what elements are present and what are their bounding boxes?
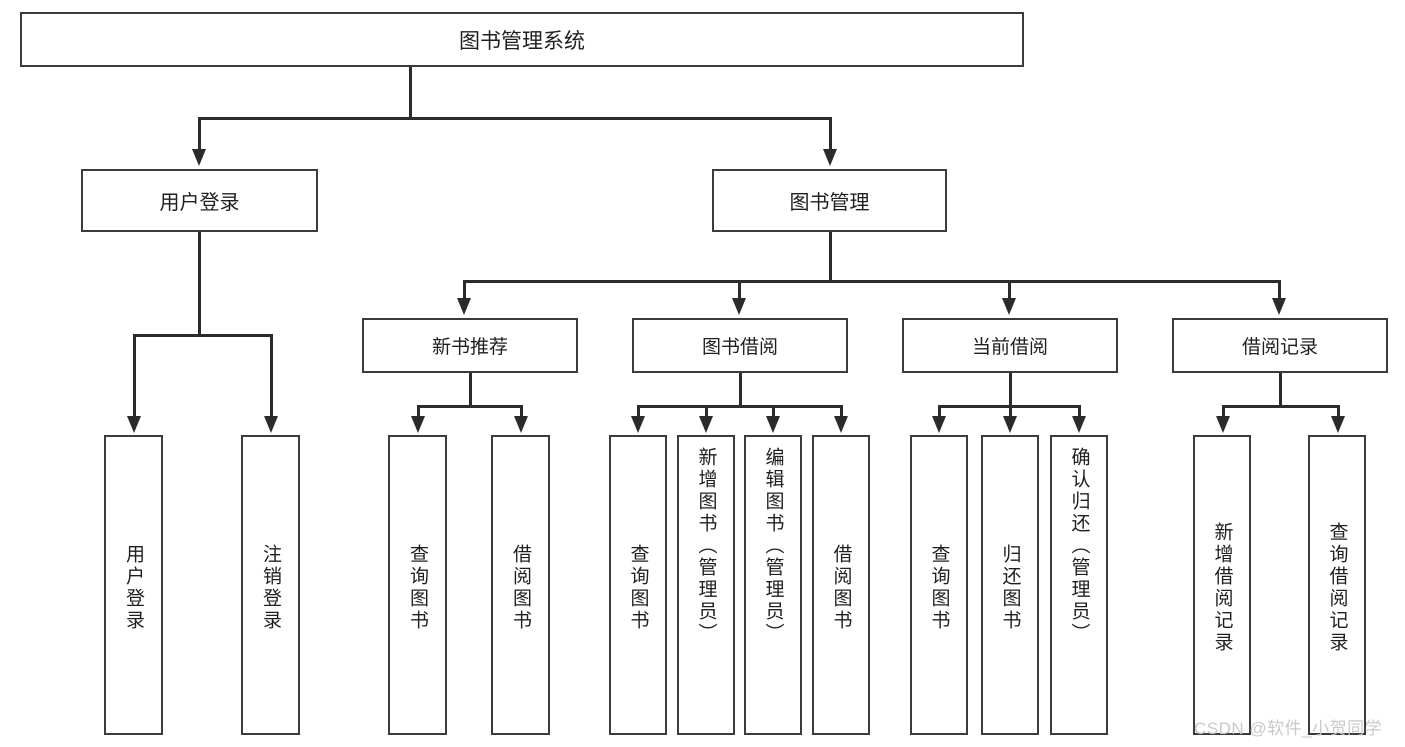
connector-nbr-bus [417, 405, 523, 408]
leaf-borrow-book-recommend[interactable]: 借阅图书 [491, 435, 550, 735]
leaf-return-book[interactable]: 归还图书 [981, 435, 1039, 735]
node-book-manage[interactable]: 图书管理 [712, 169, 947, 232]
arrowhead-bb-leaf-4 [834, 416, 848, 433]
connector-nbr-stem [469, 373, 472, 407]
leaf-confirm-return[interactable]: 确认归还（管理员） [1050, 435, 1108, 735]
connector-br-to-leaf-1 [1222, 405, 1225, 418]
node-current-borrow[interactable]: 当前借阅 [902, 318, 1118, 373]
connector-nbr-to-leaf-1 [417, 405, 420, 418]
leaf-label: 借阅图书 [830, 544, 852, 632]
leaf-query-book-current[interactable]: 查询图书 [910, 435, 968, 735]
connector-user-login-to-leaf-1 [133, 334, 136, 418]
leaf-label: 归还图书 [999, 544, 1021, 632]
node-root-book-management-system[interactable]: 图书管理系统 [20, 12, 1024, 67]
arrowhead-br-leaf-2 [1331, 416, 1345, 433]
connector-bb-bus [637, 405, 843, 408]
connector-to-current-borrow [1008, 280, 1011, 300]
arrowhead-book-borrow [732, 298, 746, 315]
arrowhead-current-borrow [1002, 298, 1016, 315]
connector-book-manage-stem [829, 232, 832, 282]
connector-bb-to-leaf-1 [637, 405, 640, 418]
leaf-label: 新增借阅记录 [1211, 522, 1233, 654]
connector-cb-stem [1009, 373, 1012, 407]
arrowhead-nbr-leaf-1 [411, 416, 425, 433]
arrowhead-borrow-record [1272, 298, 1286, 315]
leaf-label: 查询图书 [928, 544, 950, 632]
arrowhead-to-user-login [192, 149, 206, 166]
connector-book-manage-bus [463, 280, 1281, 283]
arrowhead-leaf-user-logout [264, 416, 278, 433]
arrowhead-br-leaf-1 [1216, 416, 1230, 433]
arrowhead-new-book-recommend [457, 298, 471, 315]
leaf-edit-book[interactable]: 编辑图书（管理员） [744, 435, 802, 735]
node-label: 图书借阅 [701, 337, 778, 358]
leaf-label: 借阅图书 [510, 544, 531, 632]
connector-to-new-book-recommend [463, 280, 466, 300]
leaf-user-login[interactable]: 用户登录 [104, 435, 163, 735]
connector-to-borrow-record [1278, 280, 1281, 300]
leaf-label: 编辑图书（管理员） [762, 447, 784, 645]
connector-bb-stem [739, 373, 742, 407]
arrowhead-cb-leaf-3 [1072, 416, 1086, 433]
connector-root-stem [409, 67, 412, 118]
node-label: 图书管理系统 [459, 29, 585, 53]
connector-cb-to-leaf-3 [1078, 405, 1081, 418]
connector-user-login-to-leaf-2 [270, 334, 273, 418]
leaf-add-borrow-record[interactable]: 新增借阅记录 [1193, 435, 1251, 735]
connector-root-to-book-manage [829, 117, 832, 149]
node-label: 借阅记录 [1241, 337, 1318, 358]
connector-to-book-borrow [738, 280, 741, 300]
connector-cb-to-leaf-1 [938, 405, 941, 418]
csdn-watermark: CSDN @软件_小贺同学 [1194, 719, 1383, 738]
node-label: 用户登录 [159, 192, 240, 214]
leaf-label: 查询图书 [627, 544, 649, 632]
arrowhead-bb-leaf-3 [766, 416, 780, 433]
leaf-query-borrow-record[interactable]: 查询借阅记录 [1308, 435, 1366, 735]
leaf-query-book-borrow[interactable]: 查询图书 [609, 435, 667, 735]
leaf-borrow-book-borrow[interactable]: 借阅图书 [812, 435, 870, 735]
arrowhead-cb-leaf-2 [1003, 416, 1017, 433]
connector-root-bus [198, 117, 831, 120]
connector-cb-to-leaf-2 [1009, 405, 1012, 418]
node-label: 图书管理 [789, 192, 870, 214]
leaf-label: 查询图书 [407, 544, 428, 632]
connector-br-stem [1279, 373, 1282, 407]
node-user-login[interactable]: 用户登录 [81, 169, 318, 232]
leaf-user-logout[interactable]: 注销登录 [241, 435, 300, 735]
connector-bb-to-leaf-4 [840, 405, 843, 418]
node-borrow-record[interactable]: 借阅记录 [1172, 318, 1388, 373]
node-label: 当前借阅 [971, 337, 1048, 358]
connector-nbr-to-leaf-2 [520, 405, 523, 418]
arrowhead-bb-leaf-1 [631, 416, 645, 433]
leaf-add-book[interactable]: 新增图书（管理员） [677, 435, 735, 735]
node-new-book-recommend[interactable]: 新书推荐 [362, 318, 578, 373]
connector-br-bus [1222, 405, 1339, 408]
leaf-label: 确认归还（管理员） [1068, 447, 1090, 645]
leaf-label: 注销登录 [260, 544, 281, 632]
connector-root-to-user-login [198, 117, 201, 149]
leaf-label: 用户登录 [123, 544, 144, 632]
arrowhead-leaf-user-login [127, 416, 141, 433]
node-label: 新书推荐 [431, 337, 508, 358]
connector-bb-to-leaf-2 [705, 405, 708, 418]
connector-user-login-stem [198, 232, 201, 336]
connector-br-to-leaf-2 [1337, 405, 1340, 418]
arrowhead-to-book-manage [823, 149, 837, 166]
node-book-borrow[interactable]: 图书借阅 [632, 318, 848, 373]
connector-bb-to-leaf-3 [772, 405, 775, 418]
arrowhead-nbr-leaf-2 [514, 416, 528, 433]
leaf-label: 查询借阅记录 [1326, 522, 1348, 654]
leaf-query-book-recommend[interactable]: 查询图书 [388, 435, 447, 735]
leaf-label: 新增图书（管理员） [695, 447, 717, 645]
connector-user-login-bus [133, 334, 273, 337]
arrowhead-bb-leaf-2 [699, 416, 713, 433]
arrowhead-cb-leaf-1 [932, 416, 946, 433]
